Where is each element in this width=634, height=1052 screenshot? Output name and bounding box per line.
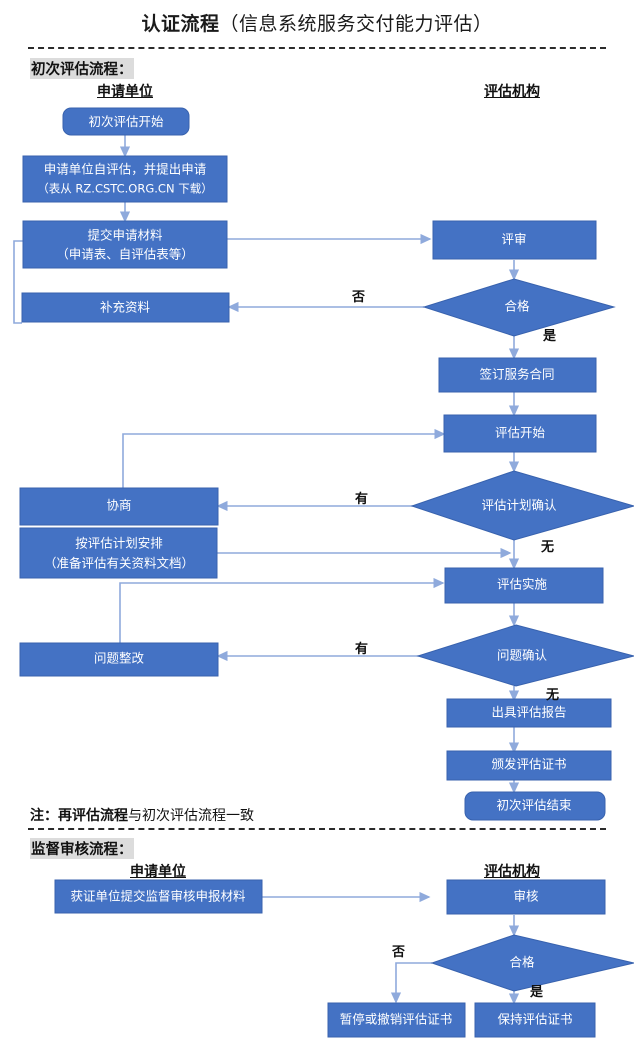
node-n16[interactable]: 颁发评估证书 [446, 750, 612, 781]
node-n11[interactable]: 评估计划确认 [410, 470, 634, 541]
node-m4[interactable]: 暂停或撤销评估证书 [327, 1002, 466, 1038]
edge-label-you-2: 有 [355, 642, 369, 657]
node-n13[interactable]: 问题整改 [19, 642, 219, 677]
node-m3-label: 合格 [509, 955, 535, 970]
section-label-first-assessment: 初次评估流程： [30, 58, 134, 79]
node-n7[interactable]: 签订服务合同 [438, 357, 597, 393]
node-n8[interactable]: 评估开始 [443, 414, 597, 453]
node-n10-label-line1: 按评估计划安排 [75, 536, 163, 551]
node-n8-label: 评估开始 [495, 425, 546, 440]
node-n10-label-line2: （准备评估有关资料文档） [44, 556, 194, 571]
node-n1[interactable]: 初次评估开始 [62, 107, 190, 136]
node-n15-label: 出具评估报告 [491, 705, 566, 720]
node-m5-label: 保持评估证书 [497, 1012, 572, 1027]
page-title-sub: （信息系统服务交付能力评估） [219, 13, 493, 35]
node-n4[interactable]: 补充资料 [21, 292, 230, 323]
note-rest: 与初次评估流程一致 [128, 808, 254, 824]
column-header-agency: 评估机构 [484, 84, 540, 100]
edge-n13-n12 [119, 577, 445, 643]
note-bold: 注：再评估流程 [30, 808, 128, 824]
node-m3[interactable]: 合格 [430, 934, 634, 992]
node-n17-label: 初次评估结束 [496, 798, 572, 813]
node-m4-label: 暂停或撤销评估证书 [340, 1012, 453, 1027]
edge-label-wu-1: 无 [541, 540, 555, 555]
node-n4-label: 补充资料 [100, 300, 151, 315]
node-n5[interactable]: 评审 [432, 220, 597, 260]
edge-label-fou-2: 否 [392, 945, 406, 960]
edge-m3-m4 [390, 962, 432, 1004]
node-n1-label: 初次评估开始 [88, 114, 164, 129]
node-n3-label-line1: 提交申请材料 [87, 228, 163, 243]
column-header-agency-2: 评估机构 [484, 864, 540, 880]
connector-group [13, 134, 520, 1005]
node-n6[interactable]: 合格 [422, 278, 616, 337]
page-title: 认证流程（信息系统服务交付能力评估） [0, 9, 634, 36]
node-n11-label: 评估计划确认 [481, 498, 557, 513]
divider-bottom [28, 828, 606, 830]
edge-label-wu-2: 无 [546, 688, 560, 703]
node-n17[interactable]: 初次评估结束 [464, 791, 606, 821]
node-m2-label: 审核 [513, 889, 539, 904]
node-n15[interactable]: 出具评估报告 [446, 698, 612, 728]
node-n12-label: 评估实施 [497, 577, 548, 592]
node-n14-label: 问题确认 [497, 648, 548, 663]
column-header-applicant: 申请单位 [97, 84, 153, 100]
edge-label-shi-1: 是 [543, 329, 557, 344]
node-m5[interactable]: 保持评估证书 [474, 1002, 596, 1038]
node-m1[interactable]: 获证单位提交监督审核申报材料 [54, 879, 263, 914]
node-n13-label: 问题整改 [94, 651, 145, 666]
node-n12[interactable]: 评估实施 [444, 567, 604, 604]
node-n5-label: 评审 [501, 232, 526, 247]
node-n16-label: 颁发评估证书 [491, 757, 566, 772]
note-reassessment: 注：再评估流程与初次评估流程一致 [30, 805, 254, 825]
node-n2-label-line2: （表从 RZ.CSTC.ORG.CN 下载） [37, 182, 212, 196]
edge-n9-n8 [122, 428, 446, 488]
edge-label-fou-1: 否 [352, 290, 366, 305]
node-n2-label-line1: 申请单位自评估，并提出申请 [44, 162, 207, 177]
edge-label-shi-2: 是 [530, 985, 544, 1000]
node-m2[interactable]: 审核 [446, 879, 606, 915]
node-n10[interactable]: 按评估计划安排 （准备评估有关资料文档） [19, 527, 218, 579]
section-label-surveillance: 监督审核流程： [30, 838, 134, 859]
node-n9-label: 协商 [106, 498, 131, 513]
node-n14[interactable]: 问题确认 [416, 624, 634, 687]
node-m1-label: 获证单位提交监督审核申报材料 [70, 889, 246, 904]
node-n9[interactable]: 协商 [19, 487, 219, 526]
edge-label-you-1: 有 [355, 492, 369, 507]
column-header-applicant-2: 申请单位 [130, 864, 186, 880]
node-n6-label: 合格 [504, 299, 530, 314]
node-n3-label-line2: （申请表、自评估表等） [56, 247, 194, 262]
node-n3[interactable]: 提交申请材料 （申请表、自评估表等） [22, 220, 228, 269]
divider-top [28, 47, 606, 49]
node-n7-label: 签订服务合同 [479, 367, 554, 382]
page-title-main: 认证流程 [141, 13, 220, 35]
node-n2[interactable]: 申请单位自评估，并提出申请 （表从 RZ.CSTC.ORG.CN 下载） [22, 155, 228, 203]
